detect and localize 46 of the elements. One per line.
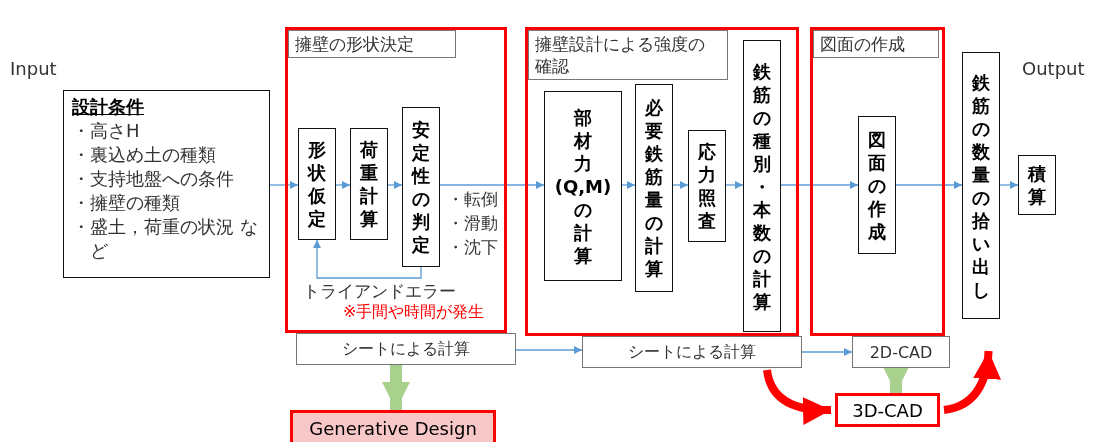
process-box: 積算 — [1018, 155, 1056, 215]
process-box: 応力照査 — [688, 130, 726, 242]
arrow — [439, 181, 545, 189]
arrow — [313, 239, 422, 279]
block-arrow — [382, 365, 410, 410]
arrow — [801, 348, 853, 356]
group-frame — [810, 27, 945, 336]
group-title: 擁壁の形状決定 — [288, 30, 456, 58]
side-note: ・転倒 — [447, 188, 498, 211]
list-item: ・盛土，荷重の状況 など — [72, 215, 259, 263]
process-box: 必要鉄筋量の計算 — [635, 84, 673, 292]
list-item: ・高さH — [72, 119, 141, 143]
process-box: 部材力(Q,M)の計算 — [544, 91, 622, 281]
condition-box — [63, 90, 270, 278]
arrow — [515, 346, 583, 354]
arrow — [672, 181, 689, 189]
arrow — [335, 181, 351, 189]
arrow — [387, 181, 403, 189]
side-note: ・沈下 — [447, 236, 498, 259]
calculation-box: 2D-CAD — [852, 336, 950, 368]
list-item: ・支持地盤への条件 — [72, 167, 235, 191]
box-heading: 設計条件 — [72, 95, 145, 119]
design-box: Generative Design — [290, 410, 496, 442]
arrow — [780, 181, 859, 189]
group-frame — [525, 27, 799, 336]
process-box: 荷重計算 — [350, 128, 388, 240]
list-item: ・裏込め土の種類 — [72, 143, 217, 167]
side-note: ・滑動 — [447, 212, 498, 235]
process-box: 鉄筋の数量の拾い出し — [962, 52, 1000, 319]
arrow — [725, 181, 744, 189]
group-title: 擁壁設計による強度の確認 — [528, 30, 728, 80]
note-text: ※手間や時間が発生 — [343, 302, 485, 323]
list-item: ・擁壁の種類 — [72, 191, 181, 215]
side-label: Input — [10, 58, 57, 79]
arrow — [621, 181, 636, 189]
arrow — [999, 181, 1019, 189]
group-title: 図面の作成 — [813, 30, 939, 58]
arrow — [895, 181, 963, 189]
process-box: 図面の作成 — [858, 116, 896, 254]
side-label: Output — [1022, 58, 1085, 79]
calculation-box: シートによる計算 — [296, 333, 516, 365]
output-box: 3D-CAD — [835, 393, 940, 427]
arrow — [269, 181, 299, 189]
process-box: 鉄筋の種別・本数の計算 — [743, 40, 781, 332]
process-box: 形状仮定 — [298, 128, 336, 240]
calculation-box: シートによる計算 — [582, 336, 802, 368]
